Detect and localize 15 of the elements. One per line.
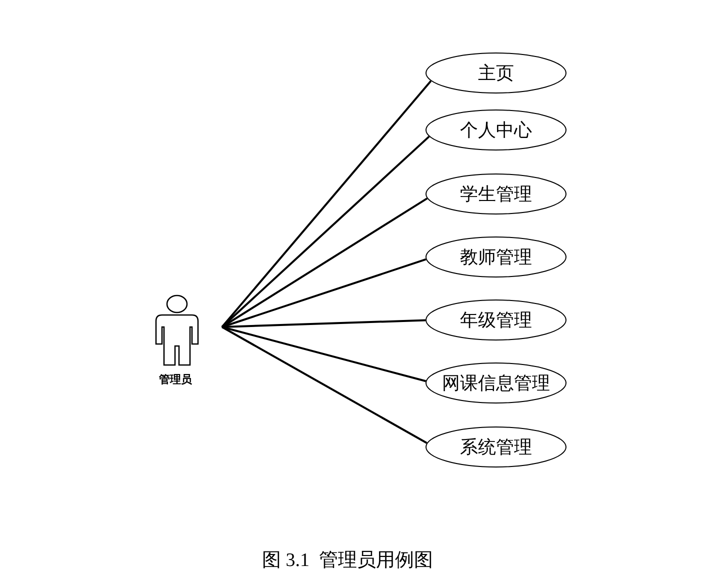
association-line bbox=[222, 258, 426, 328]
figure-caption: 图 3.1 管理员用例图 bbox=[262, 550, 433, 571]
association-line bbox=[221, 80, 432, 328]
association-line bbox=[222, 326, 428, 444]
actor-label: 管理员 bbox=[159, 372, 192, 387]
association-line bbox=[222, 326, 426, 382]
association-line bbox=[221, 198, 428, 328]
use-case-ellipse: 教师管理 bbox=[425, 236, 567, 278]
use-case-ellipse: 年级管理 bbox=[425, 299, 567, 341]
use-case-ellipse: 学生管理 bbox=[425, 173, 567, 215]
association-line bbox=[221, 136, 430, 328]
use-case-ellipse: 个人中心 bbox=[425, 109, 567, 151]
use-case-ellipse: 系统管理 bbox=[425, 426, 567, 468]
use-case-ellipse: 主页 bbox=[425, 52, 567, 94]
use-case-ellipse: 网课信息管理 bbox=[425, 362, 567, 404]
